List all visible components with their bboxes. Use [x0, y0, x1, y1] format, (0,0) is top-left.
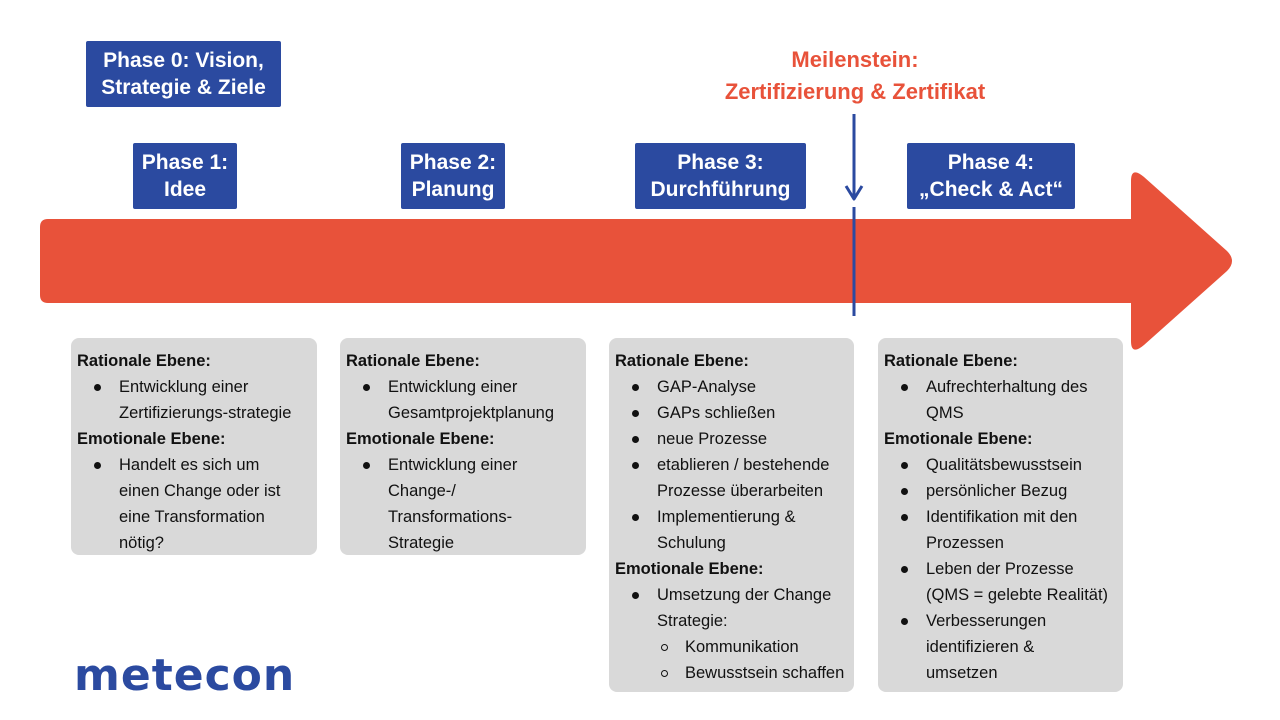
phase-2-card: Rationale Ebene: Entwicklung einer Gesam…: [340, 338, 586, 555]
milestone-subtitle: Zertifizierung & Zertifikat: [724, 79, 986, 104]
phase-0-title: Phase 0: Vision,: [103, 49, 264, 72]
rational-list: GAP-Analyse GAPs schließen neue Prozesse…: [615, 374, 848, 556]
phase-4-title: Phase 4:: [947, 151, 1035, 174]
list-item: Entwicklung einer Change-/ Transformatio…: [346, 452, 580, 556]
phase-3-label: Phase 3: Durchführung: [635, 143, 806, 209]
phase-1-label: Phase 1: Idee: [133, 143, 237, 209]
emotional-list: Handelt es sich um einen Change oder ist…: [77, 452, 311, 556]
phase-1-card: Rationale Ebene: Entwicklung einer Zerti…: [71, 338, 317, 555]
emotional-list: Entwicklung einer Change-/ Transformatio…: [346, 452, 580, 556]
list-item: Leben der Prozesse (QMS = gelebte Realit…: [884, 556, 1117, 608]
phase-1-title: Phase 1:: [141, 151, 229, 174]
phase-2-title: Phase 2:: [409, 151, 497, 174]
list-item: Entwicklung einer Gesamtprojektplanung: [346, 374, 580, 426]
list-item: persönlicher Bezug: [884, 478, 1117, 504]
milestone-label: Meilenstein: Zertifizierung & Zertifikat: [690, 44, 1020, 108]
phase-0-label: Phase 0: Vision, Strategie & Ziele: [86, 41, 281, 107]
list-item: Aufrechterhaltung des QMS: [884, 374, 1117, 426]
list-item: Umsetzung der Change Strategie:: [615, 582, 848, 634]
phase-3-subtitle: Durchführung: [650, 178, 791, 201]
phase-4-label: Phase 4: „Check & Act“: [907, 143, 1075, 209]
rational-list: Entwicklung einer Gesamtprojektplanung: [346, 374, 580, 426]
sub-list-item: Bewusstsein schaffen: [615, 660, 848, 686]
phase-4-subtitle: „Check & Act“: [919, 178, 1063, 201]
phase-1-subtitle: Idee: [163, 178, 207, 201]
list-item: GAPs schließen: [615, 400, 848, 426]
sub-list-item: Kommunikation: [615, 634, 848, 660]
list-item: Handelt es sich um einen Change oder ist…: [77, 452, 311, 556]
emotional-heading: Emotionale Ebene:: [615, 560, 764, 578]
list-item: GAP-Analyse: [615, 374, 848, 400]
phase-3-title: Phase 3:: [677, 151, 764, 174]
rational-list: Aufrechterhaltung des QMS: [884, 374, 1117, 426]
phase-2-subtitle: Planung: [411, 178, 495, 201]
rational-heading: Rationale Ebene:: [884, 352, 1018, 370]
milestone-pointer-arrowhead: [844, 185, 864, 201]
list-item: Identifikation mit den Prozessen: [884, 504, 1117, 556]
rational-heading: Rationale Ebene:: [77, 352, 211, 370]
emotional-list: Qualitätsbewusstsein persönlicher Bezug …: [884, 452, 1117, 686]
rational-list: Entwicklung einer Zertifizierungs-strate…: [77, 374, 311, 426]
phase-4-card: Rationale Ebene: Aufrechterhaltung des Q…: [878, 338, 1123, 692]
phase-2-label: Phase 2: Planung: [401, 143, 505, 209]
list-item: Entwicklung einer Zertifizierungs-strate…: [77, 374, 311, 426]
rational-heading: Rationale Ebene:: [346, 352, 480, 370]
list-item: Implementierung & Schulung: [615, 504, 848, 556]
emotional-heading: Emotionale Ebene:: [884, 430, 1033, 448]
rational-heading: Rationale Ebene:: [615, 352, 749, 370]
phase-0-subtitle: Strategie & Ziele: [101, 76, 266, 99]
emotional-heading: Emotionale Ebene:: [77, 430, 226, 448]
phase-3-card: Rationale Ebene: GAP-Analyse GAPs schlie…: [609, 338, 854, 692]
emotional-heading: Emotionale Ebene:: [346, 430, 495, 448]
list-item: etablieren / bestehende Prozesse überarb…: [615, 452, 848, 504]
milestone-title: Meilenstein:: [791, 47, 919, 72]
metecon-logo: metecon: [74, 650, 296, 701]
timeline-arrow: [40, 172, 1232, 350]
list-item: neue Prozesse: [615, 426, 848, 452]
list-item: Verbesserungen identifizieren & umsetzen: [884, 608, 1117, 686]
emotional-list: Umsetzung der Change Strategie: Kommunik…: [615, 582, 848, 686]
list-item: Qualitätsbewusstsein: [884, 452, 1117, 478]
